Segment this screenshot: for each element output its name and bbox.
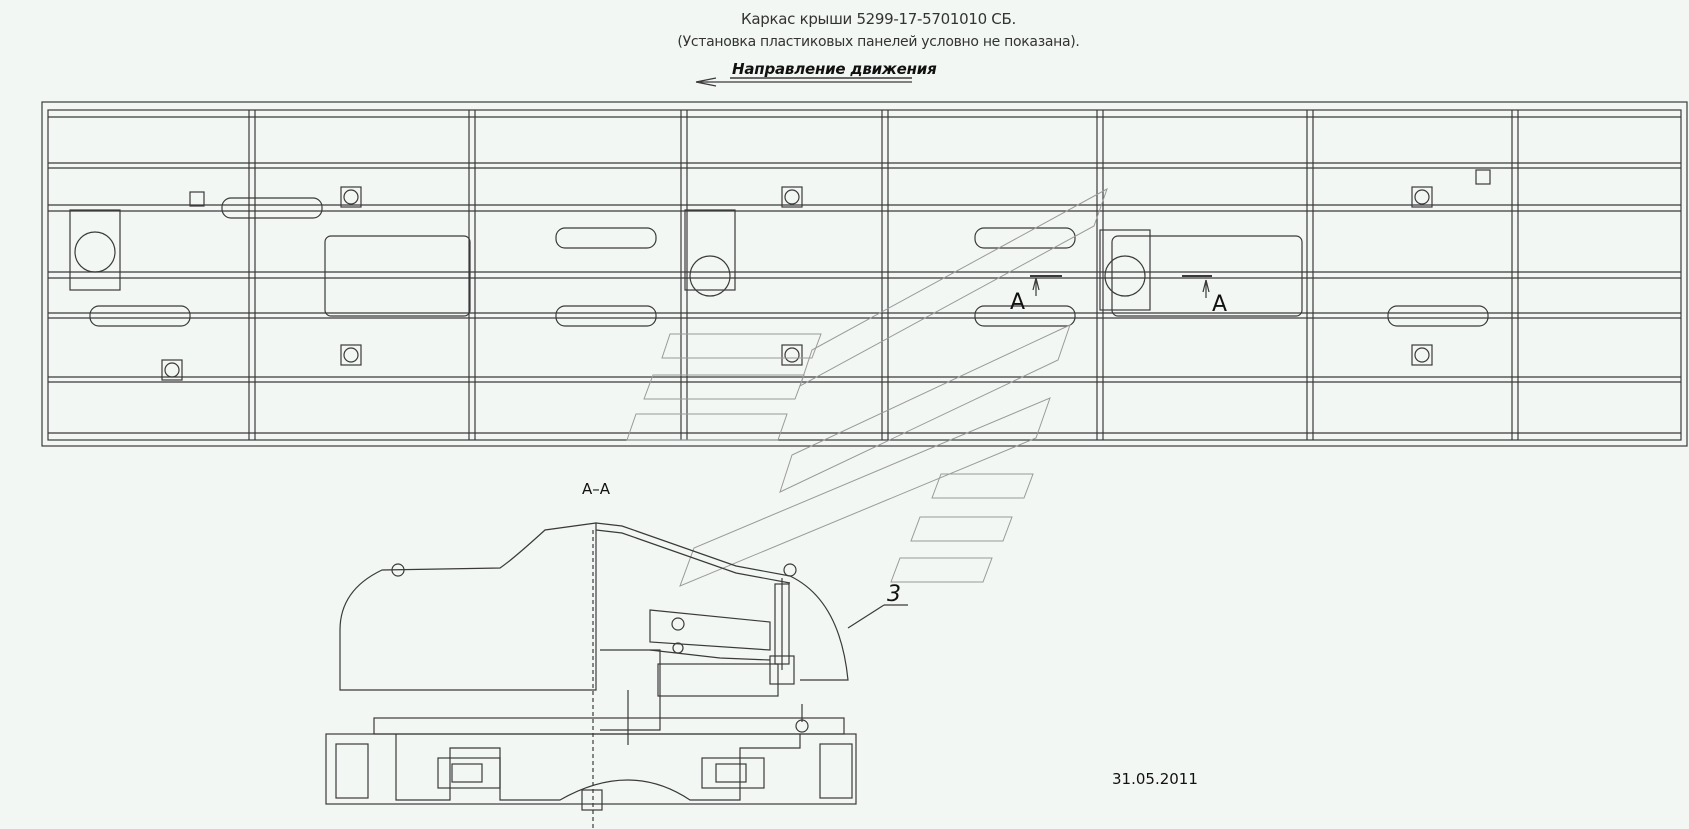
direction-label: Направление движения: [732, 60, 937, 78]
callout-number: 3: [887, 582, 901, 607]
watermark-logo: [626, 187, 1108, 587]
drawing-title: Каркас крыши 5299-17-5701010 СБ.: [741, 10, 1016, 28]
section-cut-markers: [1030, 275, 1212, 298]
section-view-aa: [325, 522, 908, 829]
direction-arrow: [695, 77, 912, 87]
section-title: А–А: [582, 480, 611, 498]
date-label: 31.05.2011: [1112, 770, 1198, 788]
roof-frame-plan: [41, 101, 1688, 447]
section-marker-right: А: [1212, 292, 1228, 317]
drawing-subtitle: (Установка пластиковых панелей условно н…: [677, 34, 1080, 50]
section-marker-left: А: [1010, 290, 1026, 315]
